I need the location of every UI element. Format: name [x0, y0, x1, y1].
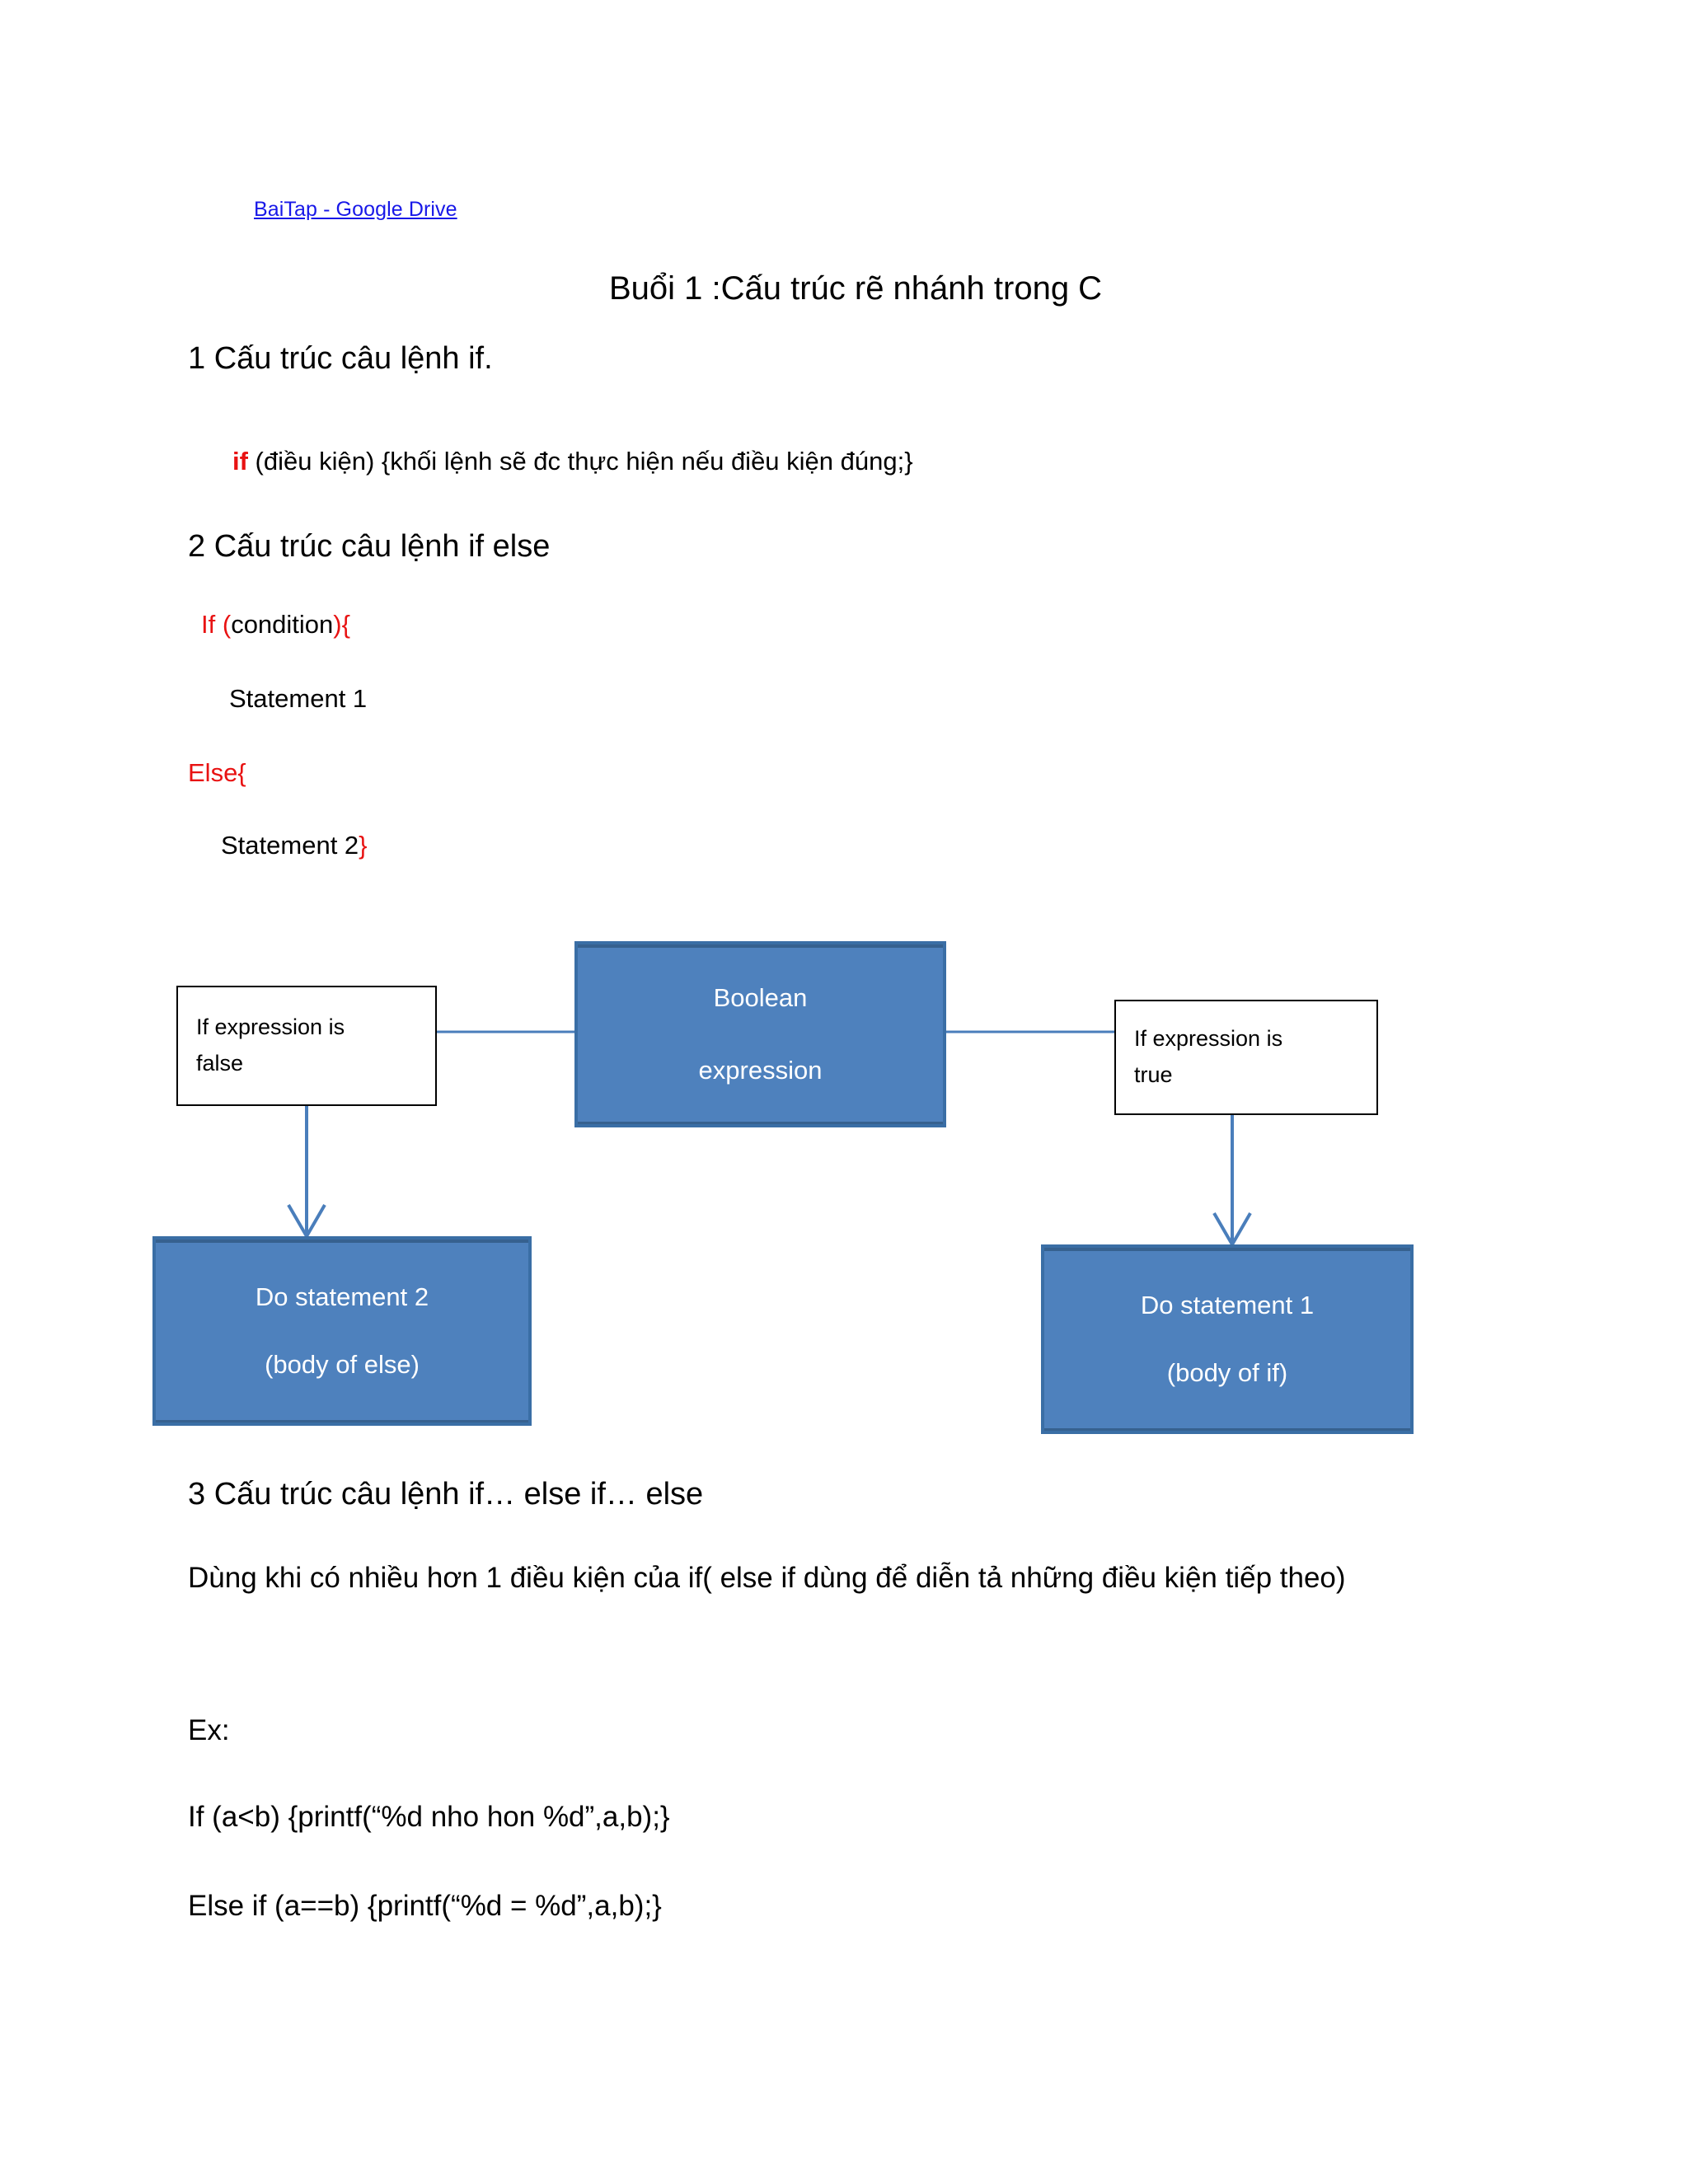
close-brace: }	[359, 831, 368, 860]
statement-2-text: Statement 2	[221, 831, 359, 860]
section-1-heading: 1 Cấu trúc câu lệnh if.	[188, 341, 493, 376]
boolean-node-line-1: Boolean	[713, 983, 808, 1012]
true-node-line-2: true	[1134, 1062, 1173, 1087]
condition-text: condition	[231, 610, 334, 639]
boolean-node-line-2: expression	[698, 1056, 823, 1085]
code-line-statement-1: Statement 1	[229, 684, 368, 713]
section-3-heading: 3 Cấu trúc câu lệnh if… else if… else	[188, 1477, 704, 1511]
example-line-2: Else if (a==b) {printf(“%d = %d”,a,b);}	[188, 1890, 662, 1922]
section-1-code-line: if (điều kiện) {khối lệnh sẽ đc thực hiệ…	[232, 445, 913, 478]
code-line-else: Else{	[188, 758, 246, 787]
do-statement-1-node: Do statement 1 (body of if)	[1041, 1244, 1414, 1434]
page-title: Buổi 1 :Cấu trúc rẽ nhánh trong C	[608, 270, 1103, 307]
open-paren: (	[222, 610, 232, 639]
do-statement-2-line-1: Do statement 2	[255, 1282, 429, 1311]
if-keyword-2: If	[201, 610, 216, 639]
close-paren: )	[333, 610, 342, 639]
boolean-expression-node: Boolean expression	[574, 941, 946, 1127]
do-statement-2-line-2: (body of else)	[265, 1350, 420, 1379]
false-node-line-2: false	[196, 1051, 244, 1076]
if-expression-true-node: If expression is true	[1114, 1000, 1378, 1115]
open-brace: {	[341, 610, 350, 639]
if-condition-text: (điều kiện) {khối lệnh sẽ đc thực hiện n…	[247, 447, 913, 476]
true-node-line-1: If expression is	[1134, 1026, 1283, 1052]
code-line-if-condition: If (condition){	[201, 608, 350, 641]
example-line-1: If (a<b) {printf(“%d nho hon %d”,a,b);}	[188, 1801, 670, 1833]
code-line-statement-2: Statement 2}	[221, 829, 368, 862]
false-node-line-1: If expression is	[196, 1015, 345, 1040]
if-expression-false-node: If expression is false	[176, 986, 437, 1106]
section-2-heading: 2 Cấu trúc câu lệnh if else	[188, 529, 551, 564]
do-statement-1-line-2: (body of if)	[1166, 1358, 1288, 1387]
baitap-google-drive-link[interactable]: BaiTap - Google Drive	[254, 198, 457, 221]
do-statement-1-line-1: Do statement 1	[1140, 1291, 1315, 1319]
example-label: Ex:	[188, 1714, 230, 1746]
if-keyword: if	[232, 447, 248, 476]
section-3-paragraph: Dùng khi có nhiều hơn 1 điều kiện của if…	[188, 1562, 1346, 1594]
do-statement-2-node: Do statement 2 (body of else)	[152, 1236, 532, 1426]
